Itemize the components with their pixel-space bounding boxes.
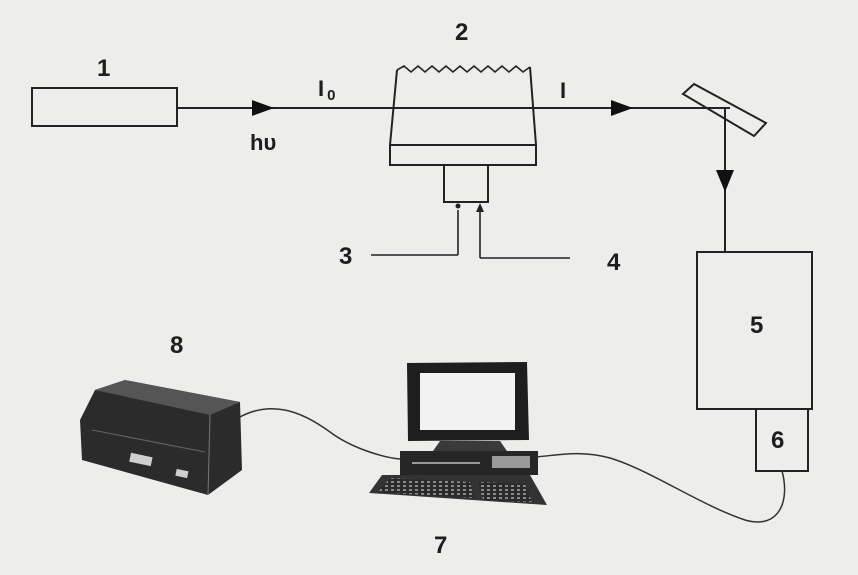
- label-source: 1: [97, 55, 110, 82]
- label-detector: 6: [771, 427, 784, 454]
- label-outlet: 4: [607, 249, 621, 276]
- cable-printer-computer: [237, 407, 401, 460]
- monochromator-box: [696, 251, 813, 410]
- beam-arrow-3: [716, 170, 734, 192]
- sample-cell: [389, 64, 537, 203]
- mirror: [681, 82, 768, 138]
- beam-arrow-1: [252, 100, 274, 116]
- computer-icon: [369, 362, 547, 505]
- incident-subscript: 0: [327, 87, 335, 104]
- incident-i: I: [318, 76, 324, 101]
- label-cell: 2: [455, 19, 468, 46]
- photon-h: h: [250, 130, 263, 155]
- label-printer: 8: [170, 332, 183, 359]
- label-computer: 7: [434, 532, 447, 559]
- gas-ports: [371, 203, 570, 259]
- label-transmitted-intensity: I: [560, 78, 566, 103]
- label-monochromator: 5: [750, 312, 763, 339]
- label-photon: hυ: [250, 130, 276, 155]
- beam-arrow-2: [611, 100, 633, 116]
- cable-detector-computer: [534, 452, 786, 523]
- printer-icon: [80, 380, 242, 496]
- label-inlet: 3: [339, 243, 352, 270]
- photon-nu: υ: [263, 130, 276, 155]
- light-source-box: [31, 87, 178, 127]
